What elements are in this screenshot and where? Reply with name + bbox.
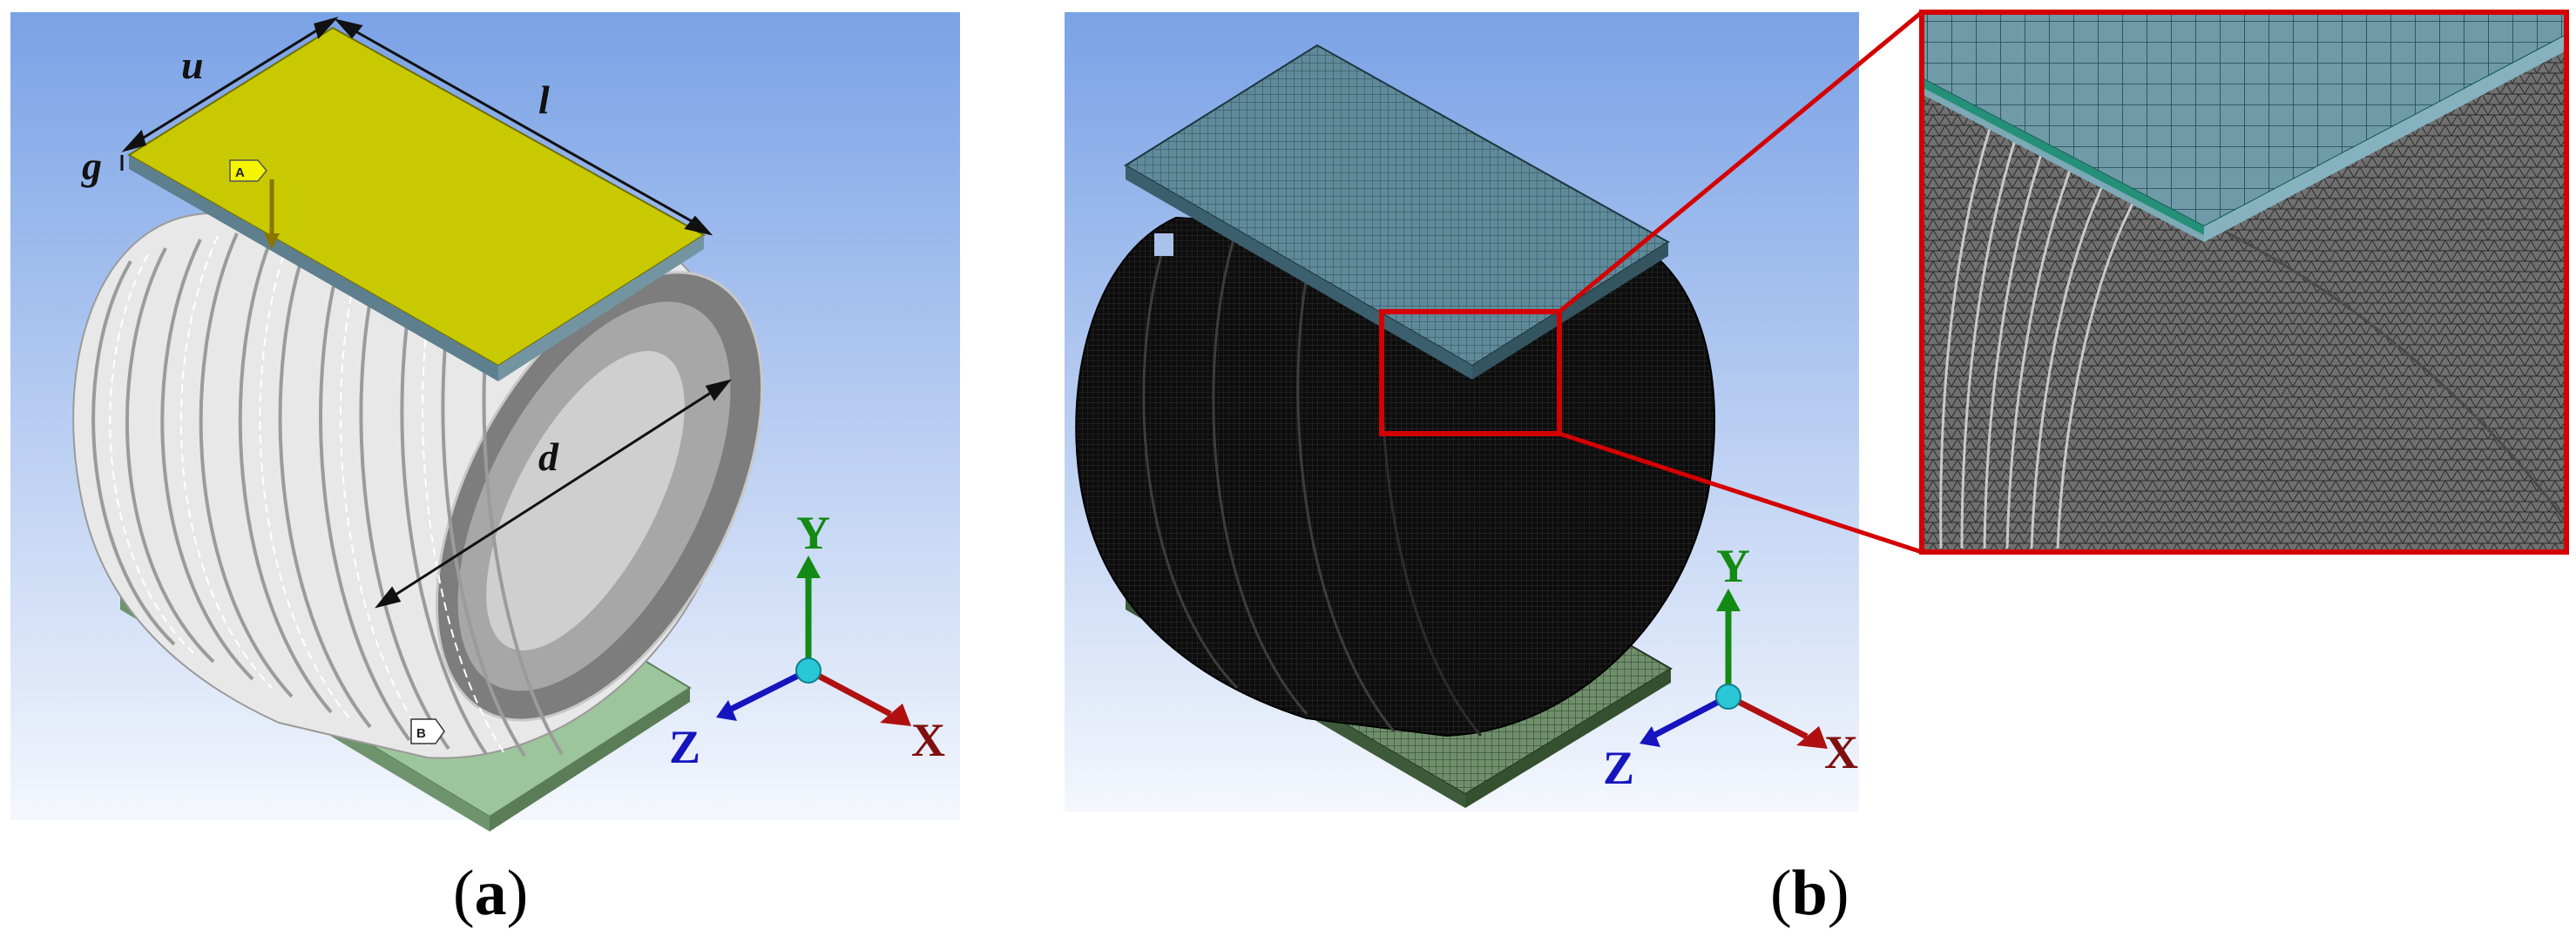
caption-a-letter: a (475, 858, 507, 929)
caption-a-open: ( (453, 858, 475, 929)
panel-a: A B u l g d (10, 12, 960, 929)
caption-b-letter: b (1792, 858, 1828, 929)
axis-z-label-a: Z (669, 721, 700, 773)
zoom-region-box (1379, 309, 1562, 436)
dimension-g-label: g (81, 144, 102, 188)
dimension-l-label: l (538, 77, 550, 122)
zoom-curve (2177, 207, 2568, 523)
zoom-plate-side-right (2204, 35, 2566, 242)
axis-triad-a (716, 556, 911, 726)
caption-b-close: ) (1828, 858, 1849, 929)
dimension-lines (120, 17, 732, 609)
zoom-inset (1919, 10, 2569, 555)
axis-y-label-b: Y (1716, 540, 1750, 592)
axis-y-label-a: Y (796, 507, 830, 559)
caption-a: (a) (453, 858, 528, 929)
dimension-d-label: d (538, 434, 559, 479)
panel-b: Y X Z (b) (1065, 10, 2569, 929)
top-plate (127, 26, 706, 381)
axis-z-label-b: Z (1603, 742, 1634, 794)
caption-b-open: ( (1770, 858, 1792, 929)
dimension-u-label: u (181, 43, 204, 87)
caption-b: (b) (1770, 858, 1849, 929)
top-mesh-plate (1124, 44, 1670, 380)
support-marker-b: B (410, 718, 445, 744)
axis-triad-b (1640, 589, 1828, 749)
marker-a-label: A (235, 165, 245, 180)
force-marker-a: A (229, 159, 280, 249)
zoom-inset-frame (1919, 10, 2569, 555)
zoom-coil-edge (1939, 86, 2136, 549)
zoom-connector-bottom (1558, 431, 1923, 555)
axis-x-label-b: X (1824, 726, 1858, 778)
meshed-coil (1075, 216, 1716, 737)
axis-x-label-a: X (911, 714, 945, 766)
marker-b-label: B (416, 726, 426, 741)
caption-a-close: ) (507, 858, 529, 929)
zoom-connector-top (1558, 10, 1924, 313)
